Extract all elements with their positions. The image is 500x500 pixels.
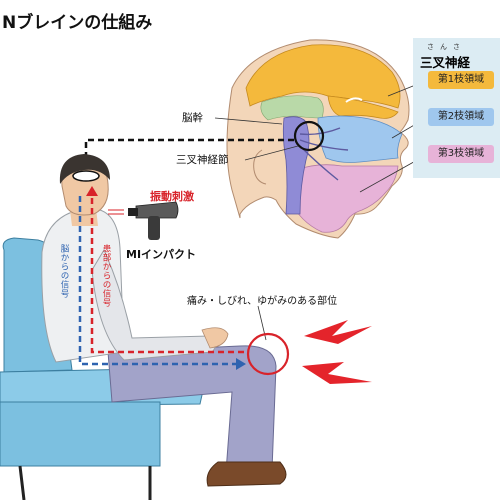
branch1-area	[245, 44, 401, 109]
legend-ruby: さんさ	[427, 43, 466, 51]
branch2-badge: 第2枝領域	[428, 108, 494, 126]
mi-impact-device	[108, 201, 179, 240]
branch1-badge: 第1枝領域	[428, 71, 494, 89]
branch2-area	[317, 115, 403, 163]
hair	[59, 154, 110, 184]
shoe	[206, 461, 287, 487]
ear	[253, 149, 267, 185]
vibration-label: 振動刺激	[150, 190, 194, 203]
branch3-badge: 第3枝領域	[428, 145, 494, 163]
trigeminal-ganglion-label: 三叉神経節	[176, 154, 229, 166]
hand	[201, 327, 229, 349]
eyebrow-highlight	[345, 97, 363, 103]
legend-heading: 三叉神経	[420, 55, 471, 70]
brainstem-label: 脳幹	[182, 112, 203, 124]
pain-site-label: 痛み・しびれ、ゆがみのある部位	[187, 296, 338, 307]
signal-from-brain-label: 脳からの信号	[59, 244, 69, 298]
legs	[107, 345, 277, 473]
head-cross-section	[226, 39, 410, 239]
page-title: Nブレインの仕組み	[2, 13, 153, 33]
signal-arrows	[78, 186, 246, 370]
trigeminal-ganglion-marker	[293, 120, 325, 152]
pain-site	[246, 320, 372, 384]
branch1-brow	[327, 95, 399, 119]
brain-inner-green	[260, 95, 324, 121]
device-label: MIインパクト	[126, 248, 197, 261]
brain-signal-blue	[78, 196, 236, 366]
affected-signal-red	[90, 198, 244, 354]
signal-from-affected-label: 患部からの信号	[101, 244, 111, 307]
person	[41, 154, 287, 487]
head-top-marker	[72, 170, 100, 182]
